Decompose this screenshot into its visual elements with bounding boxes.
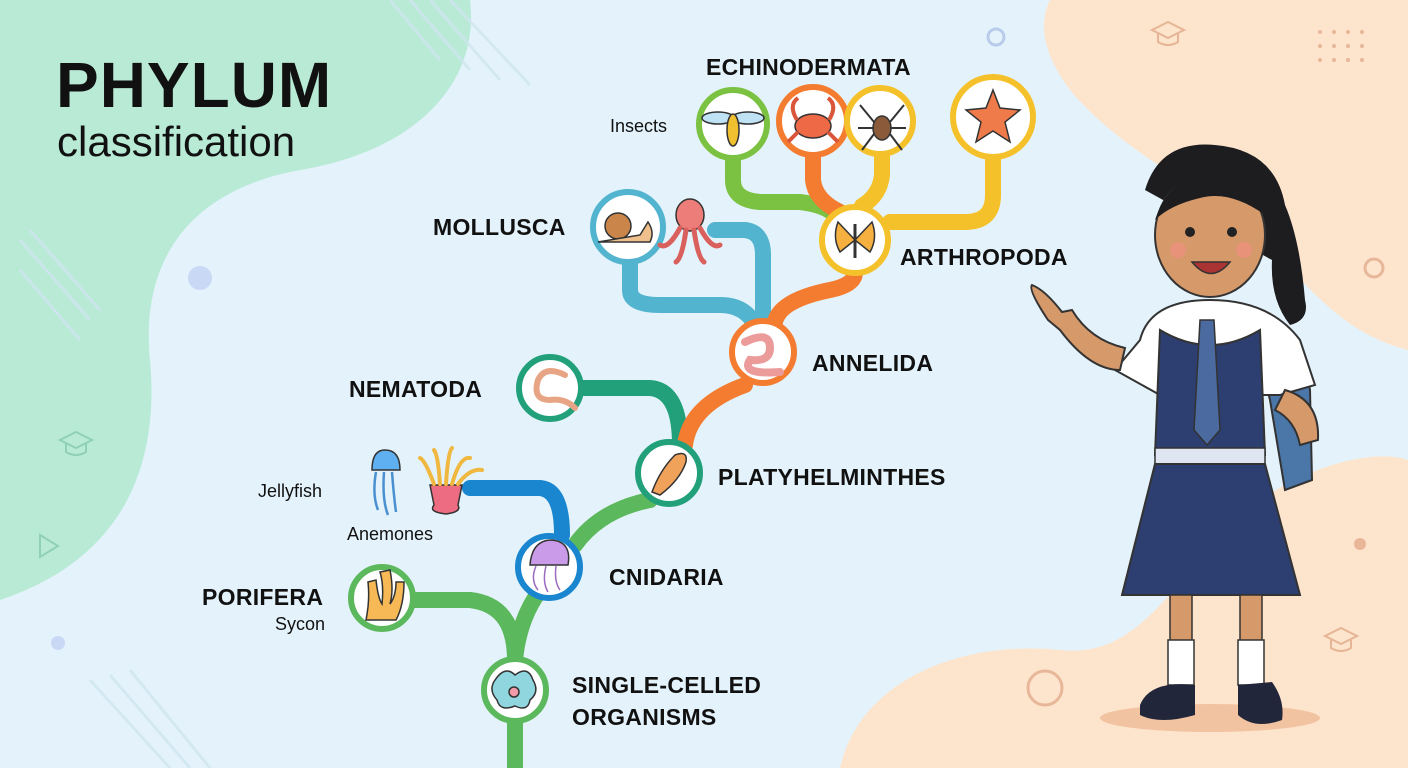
- belt: [1154, 447, 1266, 465]
- graduation-cap-icon: [1322, 626, 1360, 652]
- pointing-arm: [1030, 283, 1127, 372]
- nematoda-branch: [574, 380, 688, 453]
- octopus-branch: [707, 222, 771, 328]
- annelida-branch: [677, 377, 753, 453]
- decor-dot: [188, 266, 212, 290]
- decor-dot: [51, 636, 65, 650]
- label-organisms: ORGANISMS: [572, 704, 717, 730]
- crab-branch: [805, 148, 848, 220]
- octopus-icon: [675, 198, 705, 232]
- label-single-celled: SINGLE-CELLED: [572, 672, 762, 698]
- shadow: [1100, 704, 1320, 732]
- label-insects: Insects: [610, 116, 668, 136]
- student-girl-illustration: [1030, 144, 1320, 732]
- skirt: [1120, 463, 1302, 596]
- starfish-icon: [964, 87, 1022, 144]
- shoe: [1238, 682, 1283, 724]
- snail-body-icon: [597, 220, 653, 243]
- crab-legs-icon: [786, 96, 840, 144]
- porifera-branch: [404, 592, 523, 668]
- spider-icon: [872, 115, 892, 141]
- label-porifera: PORIFERA: [202, 584, 324, 610]
- tie: [1193, 319, 1221, 447]
- label-cnidaria: CNIDARIA: [609, 564, 724, 590]
- graduation-cap-icon: [1149, 20, 1187, 46]
- sock: [1237, 639, 1265, 686]
- dot-grid: [1318, 30, 1364, 62]
- label-anemones: Anemones: [347, 524, 434, 544]
- decor-dot: [1354, 538, 1366, 550]
- play-icon: [39, 533, 60, 559]
- flatworm-icon: [651, 452, 688, 496]
- earthworm-icon: [741, 333, 784, 377]
- nucleus-icon: [508, 686, 520, 698]
- label-jellyfish: Jellyfish: [258, 481, 323, 501]
- spider-branch: [854, 148, 890, 214]
- hatch-pattern: [18, 0, 532, 768]
- butterfly-icon: [834, 220, 876, 254]
- label-annelida: ANNELIDA: [812, 350, 934, 376]
- decor-ring: [1026, 669, 1064, 707]
- sponge-icon: [365, 569, 405, 621]
- bee-icon: [726, 113, 740, 147]
- anemone-branch: [462, 480, 570, 543]
- arthropoda-branch: [767, 264, 863, 330]
- octopus-arms-icon: [657, 225, 723, 265]
- label-platyhelminthes: PLATYHELMINTHES: [718, 464, 946, 490]
- anemone-icon: [429, 484, 463, 515]
- decor-ring: [1363, 257, 1385, 279]
- label-nematoda: NEMATODA: [349, 376, 483, 402]
- nematoda-node[interactable]: [516, 354, 584, 422]
- label-sycon: Sycon: [275, 614, 326, 634]
- tentacles-icon: [532, 565, 561, 593]
- label-arthropoda: ARTHROPODA: [900, 244, 1068, 270]
- decor-ring: [986, 27, 1006, 47]
- title-phylum: PHYLUM: [56, 49, 333, 121]
- jellyfish-icon: [371, 449, 401, 471]
- roundworm-icon: [533, 368, 578, 411]
- platyhelminthes-branch: [567, 492, 658, 553]
- label-mollusca: MOLLUSCA: [433, 214, 566, 240]
- graduation-cap-icon: [57, 430, 95, 456]
- crab-icon: [794, 113, 832, 139]
- smile: [1190, 261, 1232, 275]
- shoe: [1140, 684, 1195, 720]
- label-echinodermata: ECHINODERMATA: [706, 54, 911, 80]
- jellyfish-purple-icon: [529, 539, 570, 566]
- starfish-branch: [882, 150, 1001, 230]
- title-classification: classification: [57, 118, 296, 165]
- mollusca-branch: [622, 254, 763, 333]
- mint-blob: [0, 0, 472, 600]
- anemone-tentacles-icon: [418, 446, 484, 486]
- jellyfish-tentacles-icon: [373, 471, 398, 516]
- sock: [1167, 639, 1195, 686]
- snail-shell-icon: [604, 212, 632, 240]
